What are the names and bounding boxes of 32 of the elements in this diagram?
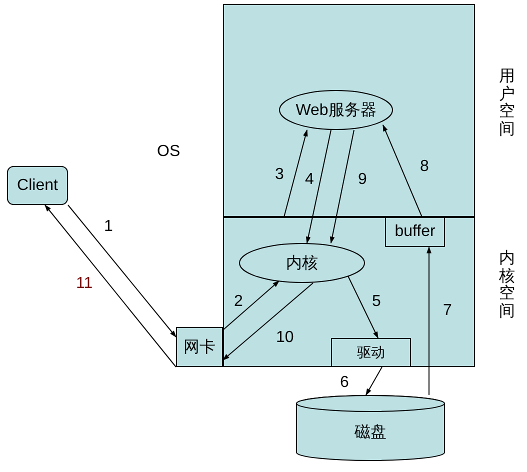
os-label: OS	[157, 143, 180, 161]
edge-label: 1	[104, 218, 113, 236]
edge-label: 8	[420, 158, 429, 176]
edge-label: 3	[275, 166, 284, 184]
arrow	[306, 130, 332, 244]
arrow	[382, 124, 422, 218]
node-label: Web服务器	[296, 100, 376, 120]
user-space-label: 用户空间	[499, 68, 515, 138]
arrow	[366, 366, 382, 396]
arrow	[222, 280, 280, 330]
kernel-space-label: 内核空间	[499, 250, 515, 320]
edge-label: 2	[234, 293, 243, 311]
arrow	[348, 276, 378, 339]
node-label: 内核	[286, 254, 318, 274]
edge-label: 9	[358, 171, 367, 189]
arrow	[330, 130, 354, 244]
edge-label: 5	[372, 293, 381, 311]
arrow	[68, 204, 176, 338]
arrow	[222, 282, 314, 360]
arrow	[284, 129, 308, 218]
node-label: 驱动	[357, 344, 385, 362]
node-label: 磁盘	[354, 422, 386, 442]
edge-label: 7	[443, 302, 452, 320]
node-label: buffer	[394, 223, 436, 241]
edge-label: 11	[76, 275, 93, 293]
arrow	[44, 204, 176, 368]
arrow	[426, 246, 432, 396]
node-label: 网卡	[184, 338, 216, 358]
edge-label: 10	[276, 329, 294, 347]
edge-label: 4	[305, 171, 314, 189]
node-label: Client	[17, 176, 58, 194]
edge-label: 6	[340, 374, 349, 392]
